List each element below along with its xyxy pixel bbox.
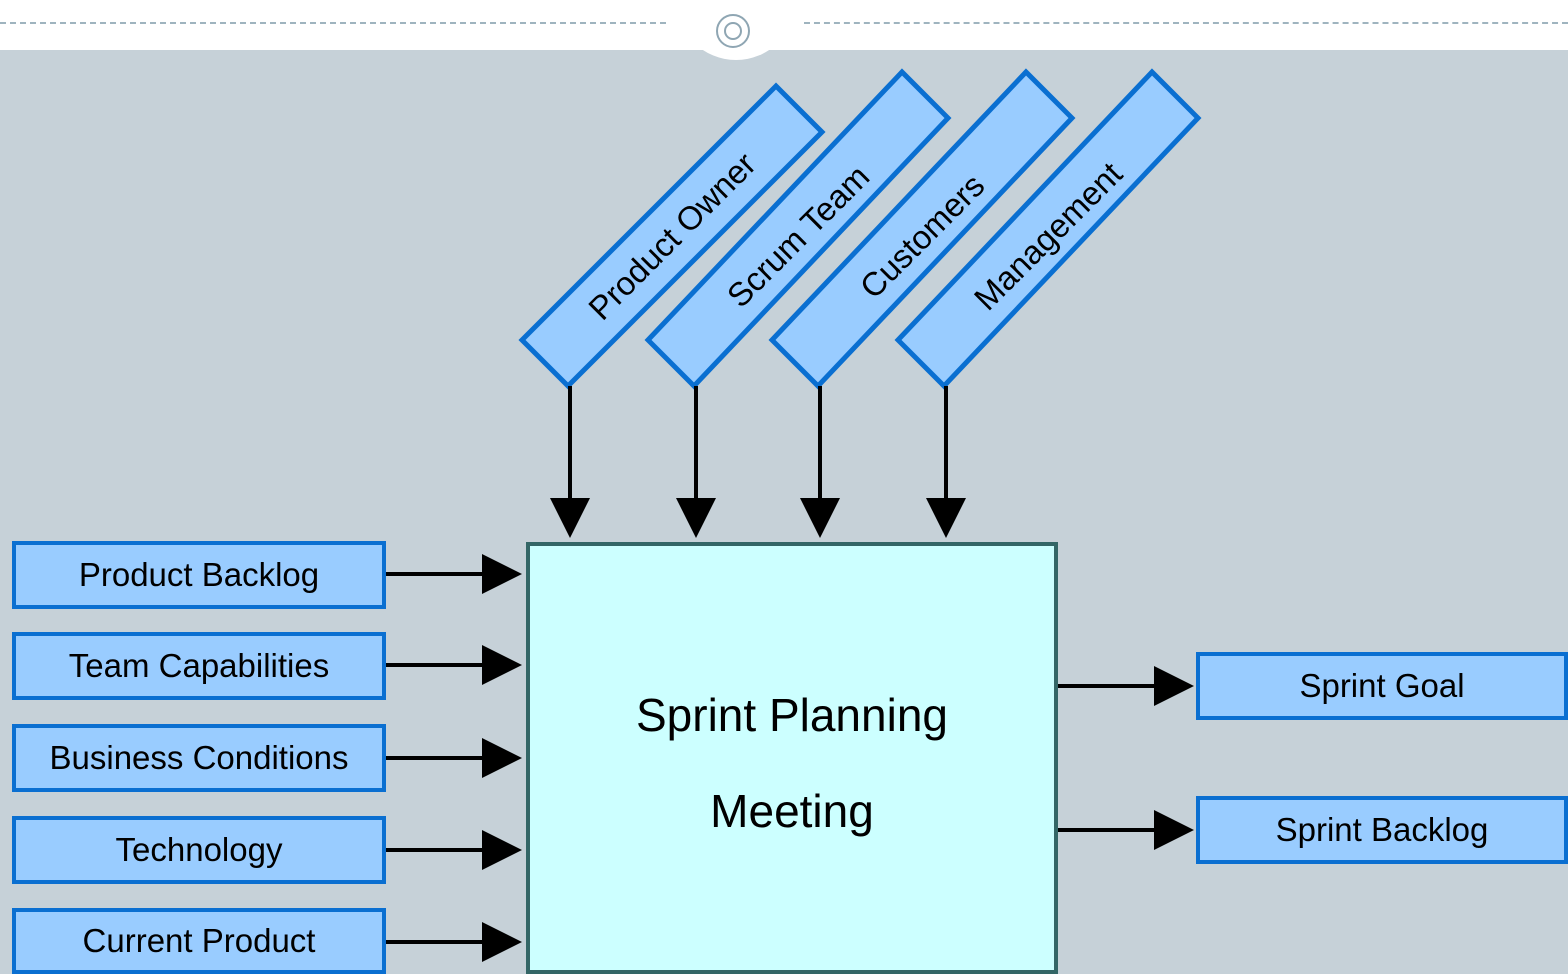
input-box-product-backlog: Product Backlog xyxy=(12,541,386,609)
input-box-technology: Technology xyxy=(12,816,386,884)
output-label: Sprint Backlog xyxy=(1275,811,1489,848)
input-box-team-capabilities: Team Capabilities xyxy=(12,632,386,700)
meeting-title-line1: Sprint Planning xyxy=(636,689,948,741)
header-dashed-line-left xyxy=(0,22,666,24)
input-label: Product Backlog xyxy=(78,556,320,593)
header-dashed-line-right xyxy=(804,22,1568,24)
double-ring-icon-inner xyxy=(724,22,742,40)
double-ring-icon xyxy=(716,14,750,48)
meeting-title-line2: Meeting xyxy=(710,785,874,837)
output-label: Sprint Goal xyxy=(1299,667,1465,704)
output-box-sprint-goal: Sprint Goal xyxy=(1196,652,1568,720)
sprint-planning-meeting-box: Sprint Planning Meeting xyxy=(526,542,1058,974)
input-label: Current Product xyxy=(82,922,316,959)
input-box-business-conditions: Business Conditions xyxy=(12,724,386,792)
input-label: Business Conditions xyxy=(49,739,349,776)
input-label: Technology xyxy=(115,831,283,868)
input-label: Team Capabilities xyxy=(68,647,330,684)
output-box-sprint-backlog: Sprint Backlog xyxy=(1196,796,1568,864)
input-box-current-product: Current Product xyxy=(12,908,386,974)
